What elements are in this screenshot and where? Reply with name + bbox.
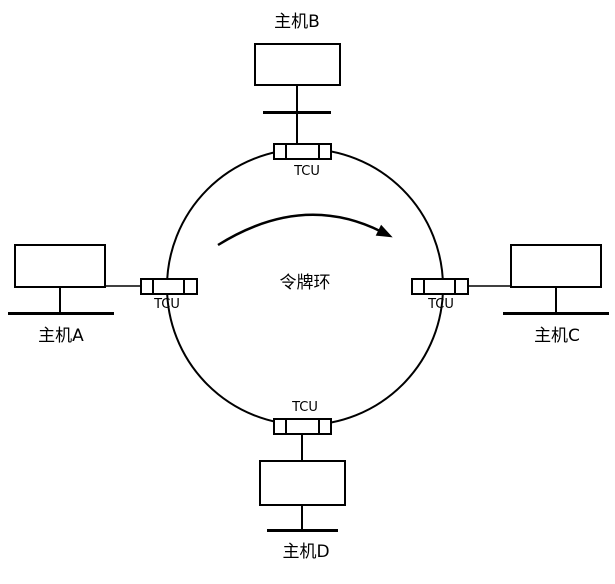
host-c-label: 主机C bbox=[534, 326, 580, 346]
tcu-top-group: TCU bbox=[273, 143, 332, 179]
ring-label: 令牌环 bbox=[280, 273, 331, 293]
tcu-top-box bbox=[273, 143, 332, 160]
host-d-group: 主机D bbox=[259, 434, 346, 562]
tcu-top-label: TCU bbox=[293, 164, 320, 179]
tcu-bottom-box bbox=[273, 418, 332, 435]
arrowhead-icon bbox=[375, 224, 393, 238]
tcu-right-box bbox=[411, 278, 469, 295]
tcu-left-box bbox=[140, 278, 198, 295]
host-d-box bbox=[259, 460, 346, 506]
host-a-box bbox=[14, 244, 106, 288]
tcu-left-group: TCU bbox=[140, 278, 198, 312]
tcu-right-group: TCU bbox=[411, 278, 469, 312]
token-direction-arrow bbox=[217, 213, 393, 247]
tcu-bottom-group: TCU bbox=[273, 400, 332, 435]
host-d-label: 主机D bbox=[282, 542, 329, 562]
host-a-label: 主机A bbox=[38, 326, 84, 346]
tcu-bottom-label: TCU bbox=[291, 400, 318, 415]
host-a-group: 主机A bbox=[8, 244, 141, 346]
host-c-box bbox=[510, 244, 602, 288]
host-c-group: 主机C bbox=[468, 244, 609, 346]
tcu-right-label: TCU bbox=[427, 297, 454, 312]
host-b-group: 主机B bbox=[254, 12, 341, 144]
tcu-left-label: TCU bbox=[153, 297, 180, 312]
host-b-label: 主机B bbox=[274, 12, 320, 32]
host-b-box bbox=[254, 43, 341, 86]
